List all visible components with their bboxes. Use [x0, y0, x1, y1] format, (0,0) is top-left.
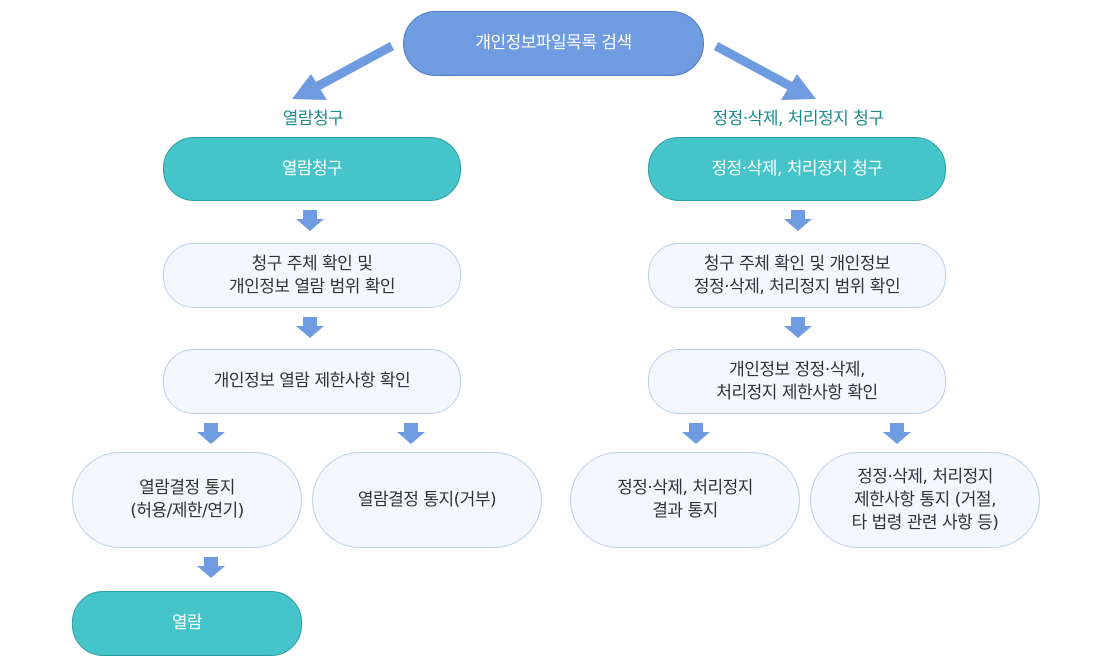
correct-result-node: 정정·삭제, 처리정지 결과 통지	[570, 452, 800, 548]
down-arrow-l3a	[197, 423, 225, 444]
correct-result-line-1: 정정·삭제, 처리정지	[617, 478, 753, 498]
correct-restrict-node: 개인정보 정정·삭제, 처리정지 제한사항 확인	[648, 349, 946, 414]
view-confirm-line-1: 청구 주체 확인 및	[251, 253, 373, 274]
diagonal-arrow-right	[713, 42, 816, 100]
correct-limit-node: 정정·삭제, 처리정지 제한사항 통지 (거절, 타 법령 관련 사항 등)	[810, 452, 1040, 548]
down-arrow-r3a	[682, 423, 710, 444]
view-request-node: 열람청구	[163, 137, 461, 201]
view-text: 열람	[171, 613, 203, 633]
correct-confirm-line-1: 청구 주체 확인 및 개인정보	[703, 253, 891, 274]
search-node: 개인정보파일목록 검색	[403, 11, 704, 76]
view-request-text: 열람청구	[281, 158, 343, 179]
left-branch-label: 열람청구	[282, 109, 344, 129]
down-arrow-l1	[296, 210, 324, 231]
down-arrow-r2	[784, 317, 812, 338]
view-node: 열람	[72, 591, 302, 656]
correct-limit-line-1: 정정·삭제, 처리정지	[857, 466, 993, 487]
right-branch-label: 정정·삭제, 처리정지 청구	[712, 109, 884, 129]
correct-confirm-node: 청구 주체 확인 및 개인정보 정정·삭제, 처리정지 범위 확인	[648, 243, 946, 308]
diagonal-arrow-left	[292, 42, 395, 100]
view-notice-allow-node: 열람결정 통지 (허용/제한/연기)	[72, 452, 302, 548]
correct-limit-line-2: 제한사항 통지 (거절,	[854, 489, 996, 510]
view-restrict-text: 개인정보 열람 제한사항 확인	[213, 371, 411, 391]
correct-restrict-line-1: 개인정보 정정·삭제,	[729, 359, 865, 380]
correct-limit-line-3: 타 법령 관련 사항 등)	[851, 512, 999, 533]
view-restrict-node: 개인정보 열람 제한사항 확인	[163, 349, 461, 414]
down-arrow-l4	[197, 557, 225, 578]
down-arrow-r1	[784, 210, 812, 231]
correct-result-line-2: 결과 통지	[652, 501, 718, 521]
view-notice-deny-node: 열람결정 통지(거부)	[312, 452, 542, 548]
correct-confirm-line-2: 정정·삭제, 처리정지 범위 확인	[693, 276, 901, 297]
down-arrow-l2	[296, 317, 324, 338]
correct-request-node: 정정·삭제, 처리정지 청구	[648, 137, 946, 201]
down-arrow-l3b	[397, 423, 425, 444]
down-arrow-r3b	[883, 423, 911, 444]
view-notice-deny-text: 열람결정 통지(거부)	[357, 489, 497, 510]
correct-request-text: 정정·삭제, 처리정지 청구	[711, 158, 883, 179]
correct-restrict-line-2: 처리정지 제한사항 확인	[716, 382, 878, 403]
view-confirm-node: 청구 주체 확인 및 개인정보 열람 범위 확인	[163, 243, 461, 308]
view-notice-allow-line-2: (허용/제한/연기)	[130, 501, 244, 521]
search-node-text: 개인정보파일목록 검색	[475, 33, 632, 53]
view-notice-allow-line-1: 열람결정 통지	[139, 478, 235, 498]
view-confirm-line-2: 개인정보 열람 범위 확인	[228, 276, 396, 297]
